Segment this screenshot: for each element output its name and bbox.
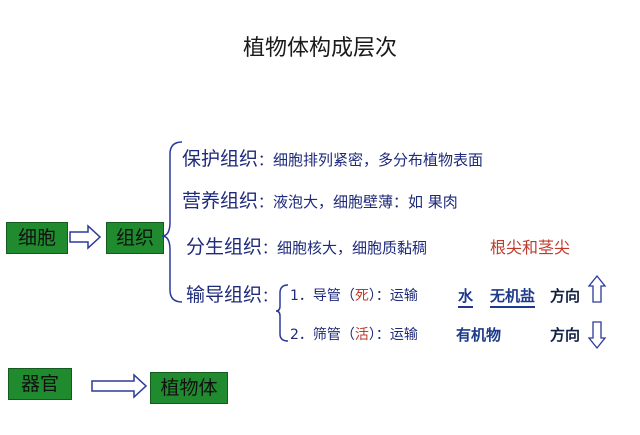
up-arrow-icon	[587, 274, 607, 303]
down-arrow-icon	[587, 321, 607, 350]
diagram-title: 植物体构成层次	[242, 36, 397, 61]
tissue-name: 输导组织	[186, 284, 263, 306]
tissue-name: 保护组织	[182, 148, 259, 170]
vessel-substance-water: 水	[458, 285, 474, 308]
vessel-direction: 方向	[550, 287, 581, 305]
vessel-name: 导管	[312, 288, 341, 304]
cell-box: 细胞	[6, 222, 68, 254]
vessel-substance-minerals: 无机盐	[490, 285, 536, 308]
tissue-row-nutritive: 营养组织：液泡大，细胞壁薄：如 果肉	[182, 190, 458, 212]
sieve-name: 筛管	[312, 327, 341, 343]
tissue-desc: 细胞核大，细胞质黏稠	[277, 239, 428, 257]
tissue-desc: 细胞排列紧密，多分布植物表面	[273, 151, 484, 169]
conduction-row-vessel: 1．导管（死）：运输	[290, 288, 418, 304]
sieve-state: 活	[354, 327, 369, 343]
conduction-brace	[275, 284, 289, 342]
conduction-row-sieve: 2．筛管（活）：运输	[290, 327, 418, 343]
tissue-name: 营养组织	[182, 190, 259, 212]
tissue-row-conductive: 输导组织：	[186, 284, 278, 306]
arrow-organ-to-plant	[91, 373, 148, 399]
tissue-desc: 液泡大，细胞壁薄：如 果肉	[273, 193, 458, 211]
sieve-direction: 方向	[550, 326, 581, 344]
meristem-location: 根尖和茎尖	[490, 238, 571, 257]
vessel-state: 死	[354, 288, 369, 304]
organ-box: 器官	[8, 368, 72, 400]
arrow-cell-to-tissue	[69, 224, 102, 250]
tissue-row-meristem: 分生组织：细胞核大，细胞质黏稠	[186, 236, 428, 258]
tissue-brace	[161, 141, 183, 303]
plant-box: 植物体	[150, 372, 228, 404]
tissue-row-protective: 保护组织：细胞排列紧密，多分布植物表面	[182, 148, 484, 170]
tissue-box: 组织	[106, 222, 164, 254]
tissue-name: 分生组织	[186, 236, 263, 258]
sieve-substance-organic: 有机物	[456, 326, 502, 344]
